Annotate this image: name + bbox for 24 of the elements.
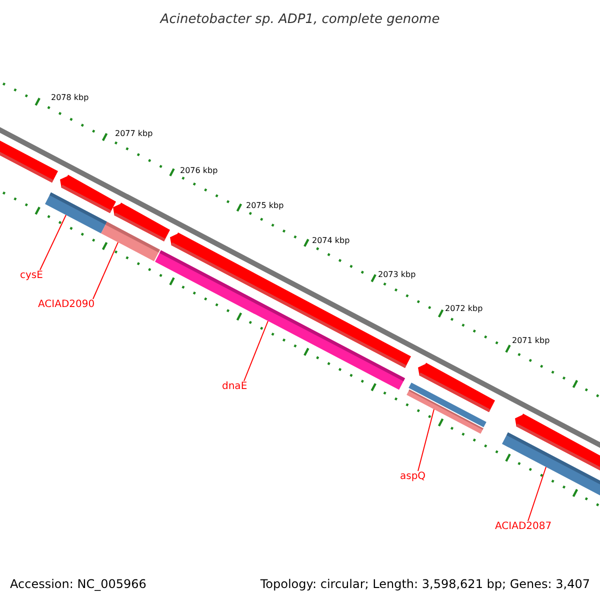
gene-label: dnaE [222,381,248,393]
accession-text: Accession: NC_005966 [10,576,146,593]
gene-label: cysE [20,270,43,282]
tick-label: 2073 kbp [378,270,416,280]
tick-label: 2071 kbp [512,336,550,346]
leader-line [40,214,66,270]
gene-label: ACIAD2090 [38,299,95,311]
gene-bar [502,432,600,497]
gene-label: aspQ [400,471,426,483]
leader-line [92,242,118,300]
gene-bar [101,222,160,262]
gene-label: ACIAD2087 [495,521,552,533]
title: Acinetobacter sp. ADP1, complete genome [158,11,441,29]
tick-label: 2076 kbp [180,166,218,176]
gene-bar [406,390,484,434]
leader-line [244,320,268,382]
leader-line [528,466,546,522]
gene-bar [45,192,107,234]
tick-label: 2072 kbp [445,304,483,314]
leader-line [418,408,434,472]
tick-label: 2077 kbp [115,129,153,139]
tick-label: 2078 kbp [51,93,89,103]
tick-label: 2075 kbp [246,201,284,211]
genome-info-text: Topology: circular; Length: 3,598,621 bp; Genes: 3,407 [260,576,590,593]
